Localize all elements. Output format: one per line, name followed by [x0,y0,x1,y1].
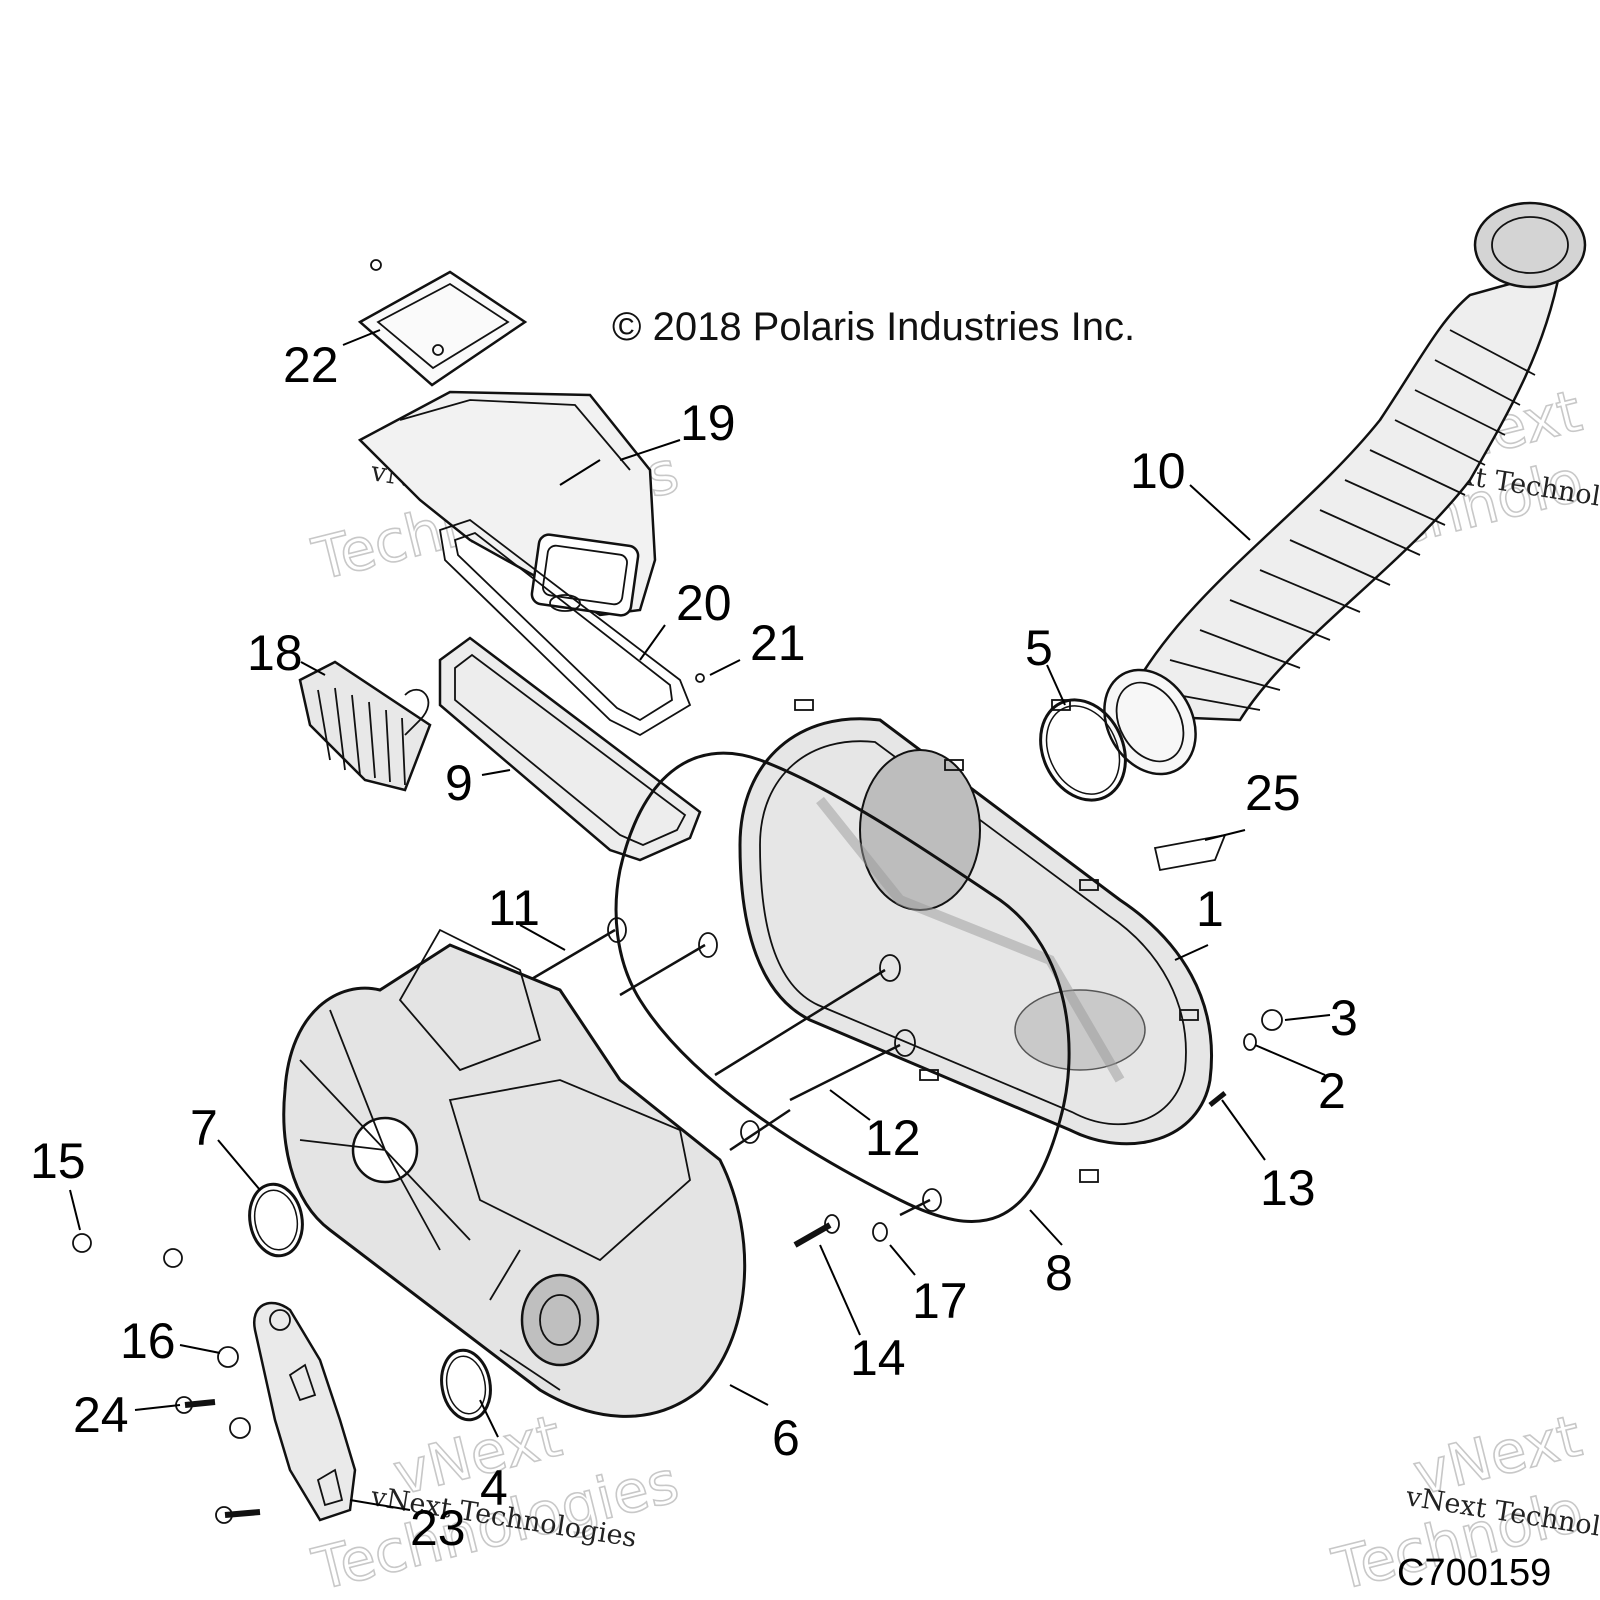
bolt-head-icon [215,1506,233,1524]
nut-icon [72,1233,92,1253]
callout-3: 3 [1330,990,1358,1046]
bolt-head-icon [879,954,901,982]
part-22-cover-plate [357,259,528,387]
part-23-mount-bracket [252,1301,357,1522]
bolt-head-icon [607,917,627,943]
nut-icon [229,1417,251,1439]
screw-icon [432,344,444,356]
part-1-outer-cover [738,699,1213,1183]
part-9-filter-plate [438,636,702,862]
callout-6: 6 [772,1410,800,1466]
duct-outlet-icon [1473,201,1587,289]
part-10-intake-duct [1103,201,1587,776]
small-fasteners [72,833,1283,1524]
bearing-bore-icon [520,1273,600,1367]
callouts: 1 2 3 4 5 6 7 8 9 10 11 12 13 14 15 16 1… [30,337,1358,1556]
washer-icon [740,1120,760,1144]
washer-icon [1243,1033,1257,1051]
callout-23: 23 [410,1500,466,1556]
bolt-head-icon [824,1214,840,1234]
callout-1: 1 [1196,881,1224,937]
bolt-head-icon [922,1188,942,1212]
part-6-inner-cover [282,928,747,1418]
callout-19: 19 [680,395,736,451]
callout-22: 22 [283,337,339,393]
bolt-head-icon [894,1029,916,1057]
callout-13: 13 [1260,1160,1316,1216]
nut-icon [217,1346,239,1368]
nut-icon [1261,1009,1283,1031]
screw-icon [370,259,382,271]
screw-icon [695,673,705,683]
washer-icon [872,1222,888,1242]
callout-25: 25 [1245,765,1301,821]
duct-inlet-icon [1103,668,1197,776]
callout-17: 17 [912,1273,968,1329]
callout-21: 21 [750,615,806,671]
part-8-cover-seal [614,751,1071,1223]
copyright-notice: © 2018 Polaris Industries Inc. [612,305,1135,349]
bolt-head-icon [698,932,718,958]
callout-20: 20 [676,575,732,631]
callout-7: 7 [190,1100,218,1156]
callout-4: 4 [480,1460,508,1516]
label-decal-icon [1153,833,1227,872]
callout-15: 15 [30,1133,86,1189]
callout-11: 11 [488,880,540,936]
callout-5: 5 [1025,620,1053,676]
callout-24: 24 [73,1387,129,1443]
nut-icon [163,1248,183,1268]
callout-12: 12 [865,1110,921,1166]
callout-2: 2 [1318,1063,1346,1119]
part-5-hose-clamp [1039,698,1127,802]
drawing-number: C700159 [1397,1552,1551,1594]
parts-11-12-long-bolts [529,917,942,1217]
part-18-screen [298,660,432,792]
callout-16: 16 [120,1313,176,1369]
callout-9: 9 [445,755,473,811]
callout-18: 18 [247,625,303,681]
part-20-gasket [438,518,705,737]
part-19-intake-housing [357,390,657,617]
leader-lines [69,329,1331,1511]
callout-8: 8 [1045,1245,1073,1301]
callout-14: 14 [850,1330,906,1386]
callout-10: 10 [1130,443,1186,499]
parts-7-4-o-rings [248,1182,492,1422]
